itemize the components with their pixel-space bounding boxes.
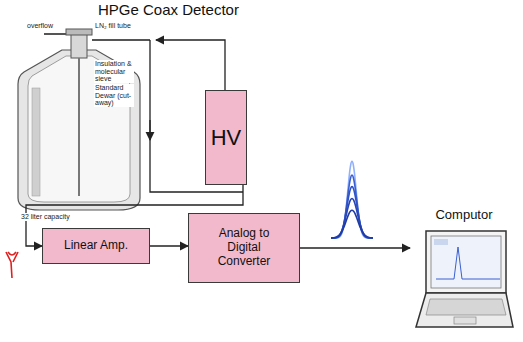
dewar-body (18, 50, 140, 210)
part-label: overflow (26, 22, 54, 30)
overflow-pipe (44, 33, 66, 35)
node-label: Analog to Digital Converter (211, 227, 277, 268)
part-label: 32 liter capacity (20, 213, 71, 221)
signal-connector (300, 247, 410, 248)
spectrum-peak (331, 198, 373, 238)
spectrum-peak (331, 161, 373, 238)
laptop-icon (414, 227, 514, 337)
part-label: Standard Dewar (cut-away) (94, 84, 134, 107)
dewar-illustration (18, 29, 150, 210)
fill-tube (78, 58, 80, 196)
node-heading: Computor (435, 208, 492, 223)
neck-cap (66, 29, 92, 35)
hv-box: HV (205, 90, 247, 185)
wire-arrow (149, 120, 150, 140)
spectrum-peak (331, 210, 373, 238)
insulation-layer (32, 88, 40, 196)
part-label: Insulation & molecular sieve (94, 60, 134, 83)
amplifier-box: Linear Amp. (42, 228, 150, 264)
neck-tube (71, 32, 87, 58)
spectrum-peaks (331, 161, 373, 238)
part-label: LN₂ fill tube (94, 22, 132, 30)
node-label: Linear Amp. (64, 239, 128, 253)
node-label: HV (211, 125, 242, 150)
red-signal-pulse (6, 252, 18, 278)
fill-pipe (92, 39, 150, 41)
spectrum-peak (331, 187, 373, 238)
signal-connector (150, 245, 188, 246)
adc-box: Analog to Digital Converter (188, 213, 300, 283)
computer-node: Computor (410, 205, 518, 339)
hv-supply-wire (156, 40, 225, 90)
spectrum-peak (331, 175, 373, 238)
diagram-title: HPGe Coax Detector (98, 1, 239, 18)
